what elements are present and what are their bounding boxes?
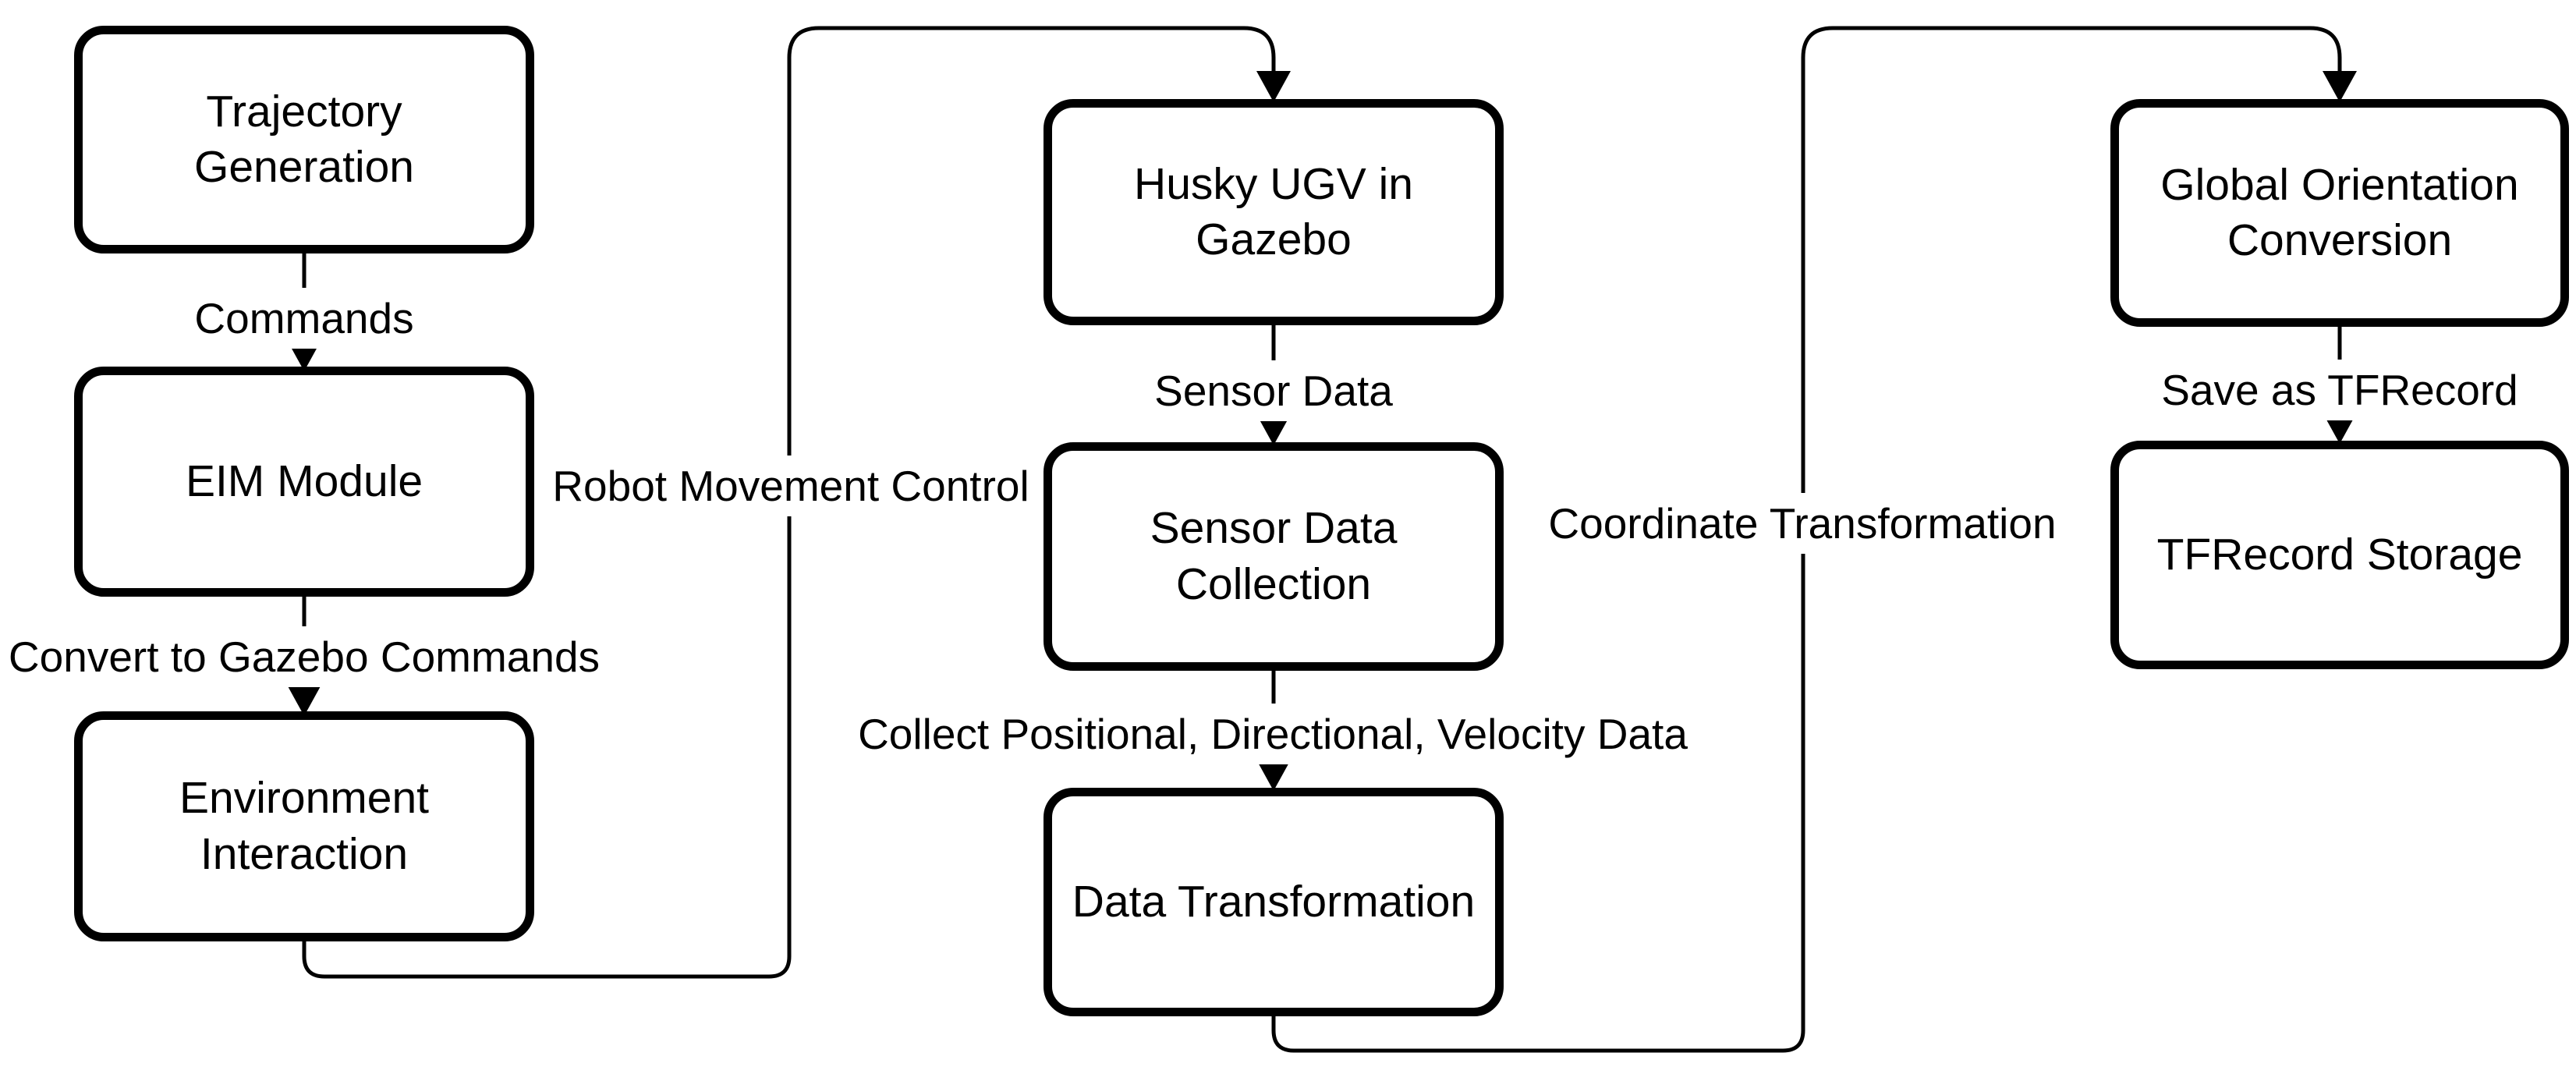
node-label: Global Orientation Conversion xyxy=(2160,159,2519,265)
node-label: Sensor Data Collection xyxy=(1150,503,1398,609)
arrowhead-icon xyxy=(1256,414,1291,445)
node-husky-ugv-in-gazebo: Husky UGV in Gazebo xyxy=(1044,99,1504,325)
edge-label-robot-movement-control: Robot Movement Control xyxy=(544,456,1037,516)
edge-robot-movement-control xyxy=(302,26,1291,979)
node-label: EIM Module xyxy=(185,456,423,506)
edge-label-sensor-data: Sensor Data xyxy=(1146,360,1401,421)
edge-label-collect-data: Collect Positional, Directional, Velocit… xyxy=(850,704,1695,764)
arrowhead-icon xyxy=(1256,760,1291,791)
node-trajectory-generation: Trajectory Generation xyxy=(74,26,534,253)
edge-robot-movement-line xyxy=(302,26,1276,979)
node-label: TFRecord Storage xyxy=(2156,529,2523,580)
node-label: Husky UGV in Gazebo xyxy=(1134,158,1413,264)
edge-coordinate-line xyxy=(1271,26,2342,1053)
node-label: Trajectory Generation xyxy=(193,86,415,192)
edge-label-convert-to-gazebo-commands: Convert to Gazebo Commands xyxy=(0,626,608,687)
edge-label-save-as-tfrecord: Save as TFRecord xyxy=(2153,360,2526,420)
edge-label-coordinate-transformation: Coordinate Transformation xyxy=(1540,493,2064,554)
arrowhead-icon xyxy=(2323,71,2357,102)
node-eim-module: EIM Module xyxy=(74,367,534,597)
node-label: Data Transformation xyxy=(1072,876,1476,927)
node-label: Environment Interaction xyxy=(179,773,429,879)
arrowhead-icon xyxy=(2323,413,2357,444)
arrowhead-icon xyxy=(287,685,321,716)
node-tfrecord-storage: TFRecord Storage xyxy=(2110,441,2569,669)
edge-label-commands: Commands xyxy=(186,288,422,349)
node-global-orientation-conversion: Global Orientation Conversion xyxy=(2110,99,2569,327)
node-sensor-data-collection: Sensor Data Collection xyxy=(1044,442,1504,671)
edge-coordinate-transformation xyxy=(1271,26,2357,1053)
node-data-transformation: Data Transformation xyxy=(1044,788,1504,1016)
arrowhead-icon xyxy=(1256,71,1291,102)
node-environment-interaction: Environment Interaction xyxy=(74,711,534,941)
